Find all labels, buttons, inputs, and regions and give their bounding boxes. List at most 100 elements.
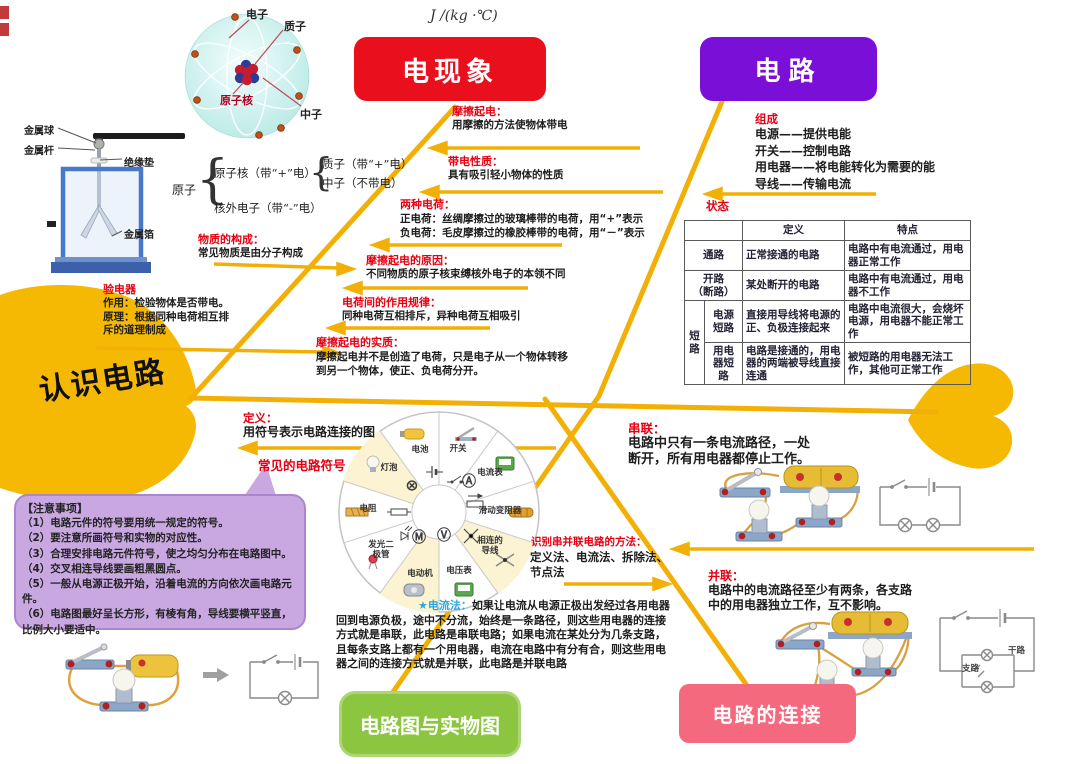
wheel-label-led: 发光二 极管: [368, 540, 394, 560]
heart-shape: [908, 363, 1014, 469]
inner-symbol-glyphs: [387, 466, 484, 544]
electroscope-rod-label: 金属杆: [24, 146, 54, 157]
branch-matter-title: 物质的构成：: [198, 233, 264, 246]
schematic-series: [879, 478, 961, 533]
corner-marks: [0, 6, 9, 36]
node-circuit-label: 电路: [754, 56, 823, 87]
voltmeter-symbol: Ⓥ: [437, 528, 451, 544]
motor-symbol: Ⓜ: [412, 530, 426, 546]
wheel-label-voltmeter: 电压表: [446, 566, 472, 577]
current-method-block: ★电流法：如果让电流从电源正极出发经过各用电器回到电源负极，途中不分流，始终是一…: [336, 599, 674, 672]
schematic-simple: [249, 654, 319, 706]
table-row-closed-name: 通路: [684, 240, 743, 271]
branch-composition-title: 组成: [755, 112, 778, 126]
branch-definition-title: 定义：: [243, 411, 278, 425]
electroscope-pointer-lines: [57, 127, 123, 237]
branch-friction-reason-body: 不同物质的原子核束缚核外电子的本领不同: [366, 268, 566, 280]
circuit-state-table: 定义 特点 通路 正常接通的电路 电路中有电流通过，用电器正常工作 开路 （断路…: [684, 220, 971, 385]
led-icon: [368, 554, 378, 570]
branch-friction-essence-title: 摩擦起电的实质：: [316, 336, 404, 349]
atom-neutron-label: 中子: [300, 108, 322, 121]
branch-identify-title: 识别串并联电路的方法：: [531, 536, 647, 548]
branch-property-body: 具有吸引轻小物体的性质: [448, 169, 564, 181]
branch-matter-body: 常见物质是由分子构成: [198, 247, 303, 259]
rheostat-icon: [508, 507, 534, 518]
physical-circuit-series: [719, 465, 860, 542]
table-row-appliance-short-name: 用电 器短 路: [704, 342, 743, 385]
lamp-symbol: ⊗: [405, 475, 419, 495]
branch-series-title: 串联：: [628, 421, 666, 436]
battery-icon: [400, 428, 425, 440]
table-row-closed-feat: 电路中有电流通过，用电器正常工作: [844, 240, 971, 271]
node-circuit-diagram-label: 电路图与实物图: [360, 713, 500, 738]
electroscope-ball-label: 金属球: [24, 126, 54, 137]
notes-item-3: （3）合理安排电路元件符号，使之均匀分布在电路图中。: [22, 547, 292, 560]
branch-property-title: 带电性质：: [448, 155, 503, 168]
atom-tree-electron: 核外电子（带“-”电）: [214, 201, 322, 215]
atom-tree-neutron: 中子（不带电）: [322, 176, 403, 190]
table-row-closed-def: 正常接通的电路: [742, 240, 845, 271]
branch-charge-law-body: 同种电荷互相排斥，异种电荷互相吸引: [342, 310, 521, 322]
branch-friction-essence-body: 摩擦起电并不是创造了电荷，只是电子从一个物体转移 到另一个物体，使正、负电荷分开…: [316, 351, 568, 377]
branch-state-title: 状态: [706, 199, 729, 213]
table-row-source-short-def: 直接用导线将电源的正、负极连接起来: [742, 300, 845, 343]
atom-tree-nucleus: 原子核（带“+”电）: [214, 166, 316, 180]
table-header-feature: 特点: [844, 220, 971, 241]
table-group-short: 短路: [684, 300, 705, 385]
current-method-body: 如果让电流从电源正极出发经过各用电器回到电源负极，途中不分流，始终是一条路径，则…: [336, 599, 670, 671]
branch-composition-body: 电源——提供电能 开关——控制电路 用电器——将电能转化为需要的能 导线——传输…: [755, 127, 936, 191]
atom-proton-label: 质子: [284, 20, 306, 33]
node-circuit-connection-label: 电路的连接: [712, 703, 823, 727]
table-row-open-name: 开路 （断路）: [684, 270, 743, 301]
current-method-title: ★电流法：: [418, 599, 472, 612]
node-circuit-connection: 电路的连接: [679, 684, 856, 743]
electroscope-pad-label: 绝缘垫: [124, 158, 154, 169]
branch-series-body: 电路中只有一条电流路径，一处 断开，所有用电器都停止工作。: [628, 436, 811, 467]
branch-electroscope-body: 作用：检验物体是否带电。 原理：根据同种电荷相互排 斥的道理制成: [103, 297, 229, 337]
atom-pointer-lines: [228, 19, 302, 107]
branch-friction-title: 摩擦起电：: [452, 105, 507, 118]
notes-item-5: （5）一般从电源正极开始，沿着电流的方向依次画电路元件。: [22, 578, 292, 606]
branch-friction-body: 用摩擦的方法使物体带电: [452, 119, 568, 131]
wheel-spokes: [342, 411, 536, 613]
right-arrow-icon: [203, 668, 229, 682]
table-row-appliance-short-feat: 被短路的用电器无法工作，其他可正常工作: [844, 342, 971, 385]
electroscope-foil-label: 金属箔: [124, 230, 154, 241]
branch-definition-body: 用符号表示电路连接的图: [243, 425, 376, 439]
resistor-icon: [345, 507, 369, 517]
unit-label: J /(kg ·℃): [430, 8, 498, 24]
node-electric-phenomena-label: 电现象: [402, 56, 498, 88]
table-corner-cell: [684, 220, 743, 241]
wheel-label-motor: 电动机: [407, 569, 433, 580]
notes-item-6: （6）电路图最好呈长方形，有棱有角，导线要横平竖直，比例大小要适中。: [22, 608, 292, 636]
branch-charge-law-title: 电荷间的作用规律：: [342, 296, 441, 309]
atom-tree-brace-outer: {: [196, 150, 230, 210]
physical-circuit-simple: [65, 643, 180, 712]
branch-two-charges-title: 两种电荷：: [400, 198, 455, 211]
connected-wires-icon: [495, 553, 515, 567]
bone-shape: [0, 284, 196, 502]
notes-bubble: 【注意事项】 （1）电路元件的符号要用统一规定的符号。 （2）要注意所画符号和实…: [14, 494, 306, 636]
node-circuit: 电路: [700, 37, 877, 101]
branch-electroscope-title: 验电器: [103, 283, 136, 296]
notes-title: 【注意事项】: [22, 502, 88, 515]
node-electric-phenomena: 电现象: [354, 37, 546, 101]
atom-tree-root: 原子: [172, 183, 197, 197]
ammeter-icon: [495, 456, 515, 471]
table-row-source-short-name: 电源 短路: [704, 300, 743, 343]
ammeter-symbol: Ⓐ: [462, 474, 476, 490]
notes-item-2: （2）要注意所画符号和实物的对应性。: [22, 532, 208, 545]
table-header-definition: 定义: [742, 220, 845, 241]
wheel-label-ammeter: 电流表: [477, 468, 503, 479]
branch-symbols-title: 常见的电路符号: [258, 458, 346, 473]
fishbone-spine: [187, 96, 939, 695]
table-row-appliance-short-def: 电路是接通的，用电器的两端被导线直接连通: [742, 342, 845, 385]
schematic-trunk-label: 干路: [1008, 646, 1026, 656]
table-row-open-feat: 电路中有电流通过，用电器不工作: [844, 270, 971, 301]
schematic-parallel: [939, 609, 1035, 694]
branch-two-charges-body: 正电荷：丝绸摩擦过的玻璃棒带的电荷，用“+”表示 负电荷：毛皮摩擦过的橡胶棒带的…: [400, 213, 645, 239]
branch-parallel-body: 电路中的电流路径至少有两条，各支路 中的用电器独立工作，互不影响。: [708, 583, 913, 612]
notes-item-4: （4）交叉相连导线要画粗黑圆点。: [22, 562, 187, 575]
branch-friction-reason-title: 摩擦起电的原因：: [366, 254, 454, 267]
